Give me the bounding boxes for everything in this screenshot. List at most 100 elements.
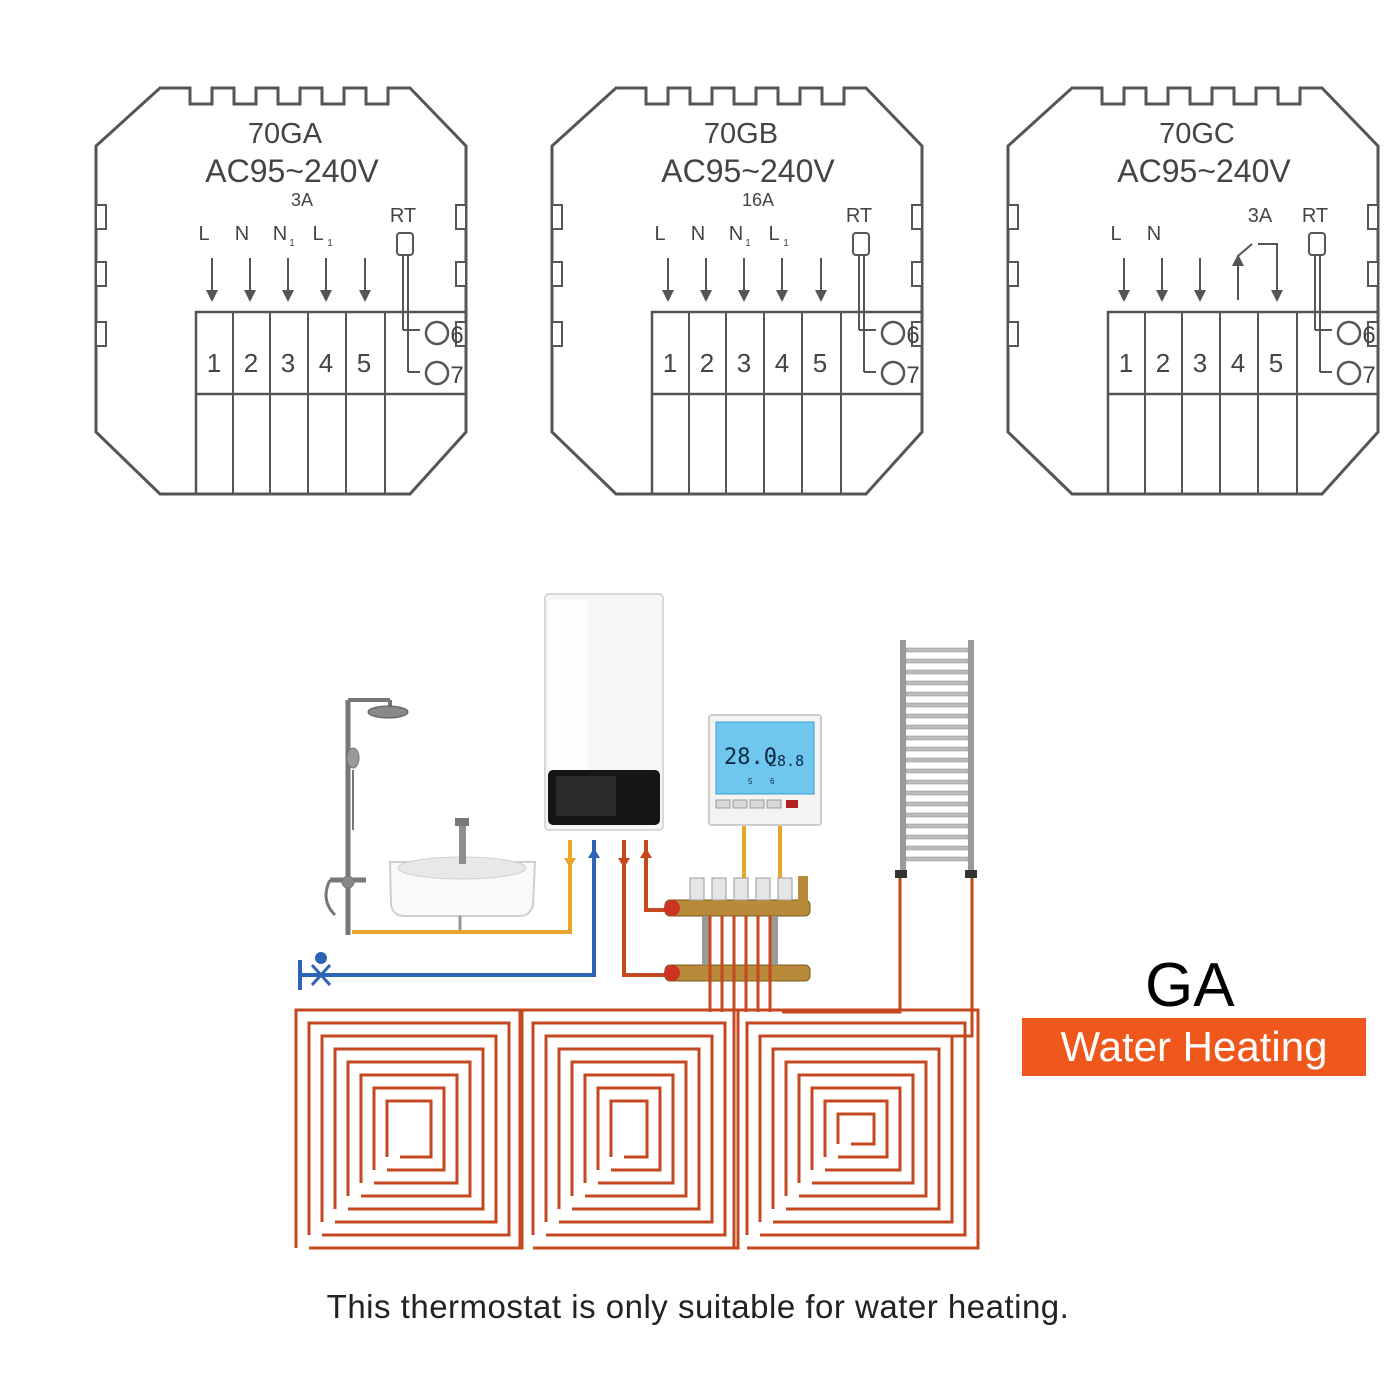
- radiator-valve: [965, 870, 977, 878]
- side-notch: [1007, 321, 1019, 347]
- radiator-bar: [905, 779, 969, 785]
- current-label: 3A: [1248, 205, 1273, 227]
- terminal-number-2: 2: [244, 348, 258, 378]
- terminal-number-6: 6: [906, 322, 919, 349]
- radiator-rail: [968, 640, 974, 872]
- caption-text: This thermostat is only suitable for wat…: [326, 1288, 1070, 1325]
- terminal-number-7: 7: [906, 362, 919, 389]
- radiator-bar: [905, 856, 969, 862]
- terminal-circle-6: [1336, 320, 1362, 346]
- radiator-bar: [905, 845, 969, 851]
- side-notch: [1367, 261, 1379, 287]
- set-temp-readout: 28.0: [724, 745, 777, 770]
- side-notch: [1007, 261, 1019, 287]
- arrow-head: [1156, 290, 1168, 302]
- terminal-sub: 1: [783, 238, 789, 249]
- radiator-bar: [905, 713, 969, 719]
- small-readout-right: 6: [770, 777, 775, 786]
- terminal-label: L: [768, 223, 779, 245]
- terminal-number-3: 3: [281, 348, 295, 378]
- terminal-number-2: 2: [700, 348, 714, 378]
- terminal-number-2: 2: [1156, 348, 1170, 378]
- water-heating-badge: Water Heating: [1022, 1018, 1366, 1076]
- relay-switch: [1237, 243, 1253, 257]
- terminal-number-4: 4: [775, 348, 789, 378]
- terminal-number-5: 5: [357, 348, 371, 378]
- terminal-sub: 1: [327, 238, 333, 249]
- terminal-circle-6: [424, 320, 450, 346]
- arrow-head: [1232, 254, 1244, 266]
- room-temp-readout: 28.8: [768, 752, 804, 770]
- terminal-circle-6: [880, 320, 906, 346]
- domestic-pipes: [298, 826, 782, 990]
- model-label: 70GA: [248, 118, 323, 150]
- arrow-head: [244, 290, 256, 302]
- terminal-label: L: [198, 223, 209, 245]
- side-notch: [455, 261, 467, 287]
- manifold: [664, 876, 811, 982]
- radiator-bar: [905, 669, 969, 675]
- radiator-bar: [905, 680, 969, 686]
- terminal-sub: 1: [289, 238, 295, 249]
- side-notch: [455, 204, 467, 230]
- towel-radiator: [895, 640, 977, 878]
- terminal-number-1: 1: [663, 348, 677, 378]
- terminal-sub: 1: [745, 238, 751, 249]
- side-notch: [551, 261, 563, 287]
- terminal-number-4: 4: [319, 348, 333, 378]
- sensor-icon: [852, 232, 870, 256]
- radiator-bar: [905, 801, 969, 807]
- sensor-label: RT: [1302, 205, 1328, 227]
- relay-line: [1258, 243, 1278, 298]
- terminal-label: L: [654, 223, 665, 245]
- thermostat-buttons: [715, 799, 798, 809]
- terminal-number-6: 6: [1362, 322, 1375, 349]
- shower-fixture: [324, 698, 409, 935]
- arrow-head: [738, 290, 750, 302]
- terminal-circle-7: [1336, 360, 1362, 386]
- sensor-label: RT: [390, 205, 416, 227]
- voltage-label: AC95~240V: [205, 153, 379, 189]
- terminal-number-5: 5: [1269, 348, 1283, 378]
- sensor-icon: [396, 232, 414, 256]
- sensor-label: RT: [846, 205, 872, 227]
- terminal-circle-7: [880, 360, 906, 386]
- arrow-head: [359, 290, 371, 302]
- arrow-head: [776, 290, 788, 302]
- arrow-head: [1271, 290, 1283, 302]
- terminal-label: L: [312, 223, 323, 245]
- radiator-bar: [905, 834, 969, 840]
- radiator-bar: [905, 735, 969, 741]
- radiator-bar: [905, 768, 969, 774]
- radiator-bar: [905, 702, 969, 708]
- terminal-label: N: [729, 223, 743, 245]
- arrow-head: [206, 290, 218, 302]
- terminal-number-3: 3: [737, 348, 751, 378]
- terminal-label: N: [1147, 223, 1161, 245]
- terminal-circle-7: [424, 360, 450, 386]
- model-label: 70GB: [704, 118, 778, 150]
- radiator-return: [780, 878, 974, 1038]
- arrow-head: [282, 290, 294, 302]
- radiator-bar: [905, 647, 969, 653]
- floor-loop: [732, 1008, 980, 1250]
- sensor-icon: [1308, 232, 1326, 256]
- heating-scene: 28.0 28.8 5 6: [294, 593, 980, 1250]
- arrow-head: [1118, 290, 1130, 302]
- radiator-bar: [905, 790, 969, 796]
- radiator-bar: [905, 757, 969, 763]
- terminal-number-3: 3: [1193, 348, 1207, 378]
- side-notch: [911, 204, 923, 230]
- thermostat-device: 28.0 28.8 5 6: [708, 714, 822, 826]
- floor-loop: [294, 1008, 524, 1250]
- radiator-bar: [905, 812, 969, 818]
- small-readout-left: 5: [748, 777, 753, 786]
- module-outline: [94, 86, 468, 496]
- side-notch: [551, 204, 563, 230]
- pipe-arrows: [564, 848, 652, 868]
- terminal-number-5: 5: [813, 348, 827, 378]
- side-notch: [95, 321, 107, 347]
